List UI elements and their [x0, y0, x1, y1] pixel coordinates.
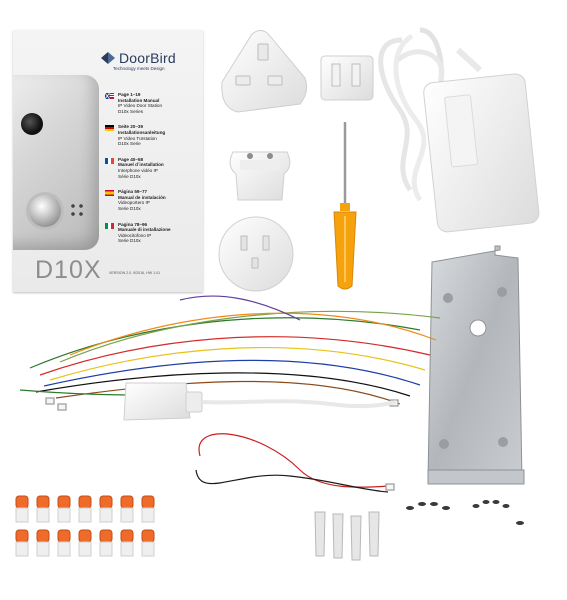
screwdriver — [333, 122, 357, 290]
bell-button — [29, 195, 61, 227]
germany-flag-icon — [105, 125, 114, 132]
version-text: VERSION 2.0, 9/2016, HW 1.01 — [109, 271, 161, 275]
instruction-manual: DoorBird Technology meets Design Page 1–… — [13, 30, 203, 292]
lang-pages: Pagina 78–96 — [118, 221, 148, 227]
france-flag-icon — [105, 157, 114, 164]
lang-title: Installationsanleitung — [118, 129, 166, 135]
lang-title: Installation Manual — [118, 97, 160, 103]
lang-line2: Videoportero IP — [118, 200, 150, 206]
round-plug-adapter — [218, 216, 294, 292]
gel-connectors — [15, 495, 155, 557]
lang-line2: Videocitofono IP — [118, 232, 152, 238]
spain-flag-icon — [105, 190, 114, 197]
language-entry-fr: Page 40–58 Manuel d´installation Interph… — [105, 157, 203, 179]
door-station-photo — [13, 75, 99, 250]
model-name: D10X — [35, 256, 102, 284]
lang-title: Manuel d´installation — [118, 162, 164, 168]
brand-tagline: Technology meets Design — [113, 66, 165, 71]
lang-line3: D10x Series — [118, 108, 144, 114]
speaker-holes — [69, 202, 85, 218]
lang-pages: Página 59–77 — [118, 189, 148, 195]
lang-pages: Page 1–19 — [118, 92, 141, 97]
lang-line3: Serie D10x — [118, 238, 141, 244]
us-uk-flag-icon — [105, 93, 114, 99]
lang-title: Manual de instalación — [118, 194, 166, 200]
screws — [406, 500, 524, 552]
eu-plug-adapter — [229, 151, 291, 201]
lang-line3: Série D10x — [118, 173, 141, 179]
language-entry-en: Page 1–19 Installation Manual IP Video D… — [105, 92, 203, 114]
lang-line3: Serie D10x — [118, 205, 141, 211]
wire-harness — [19, 295, 441, 411]
language-entry-es: Página 59–77 Manual de instalación Video… — [105, 189, 203, 211]
lang-line2: IP Video Türstation — [118, 135, 157, 141]
lang-line3: D10x Serie — [118, 141, 141, 147]
italy-flag-icon — [105, 222, 114, 229]
language-entry-de: Seite 20–39 Installationsanleitung IP Vi… — [105, 124, 203, 146]
brand-logo: DoorBird — [101, 50, 176, 66]
language-entry-it: Pagina 78–96 Manuale di installazione Vi… — [105, 222, 203, 244]
lang-line2: IP Video Door Station — [118, 103, 163, 109]
us-plug-adapter — [320, 55, 374, 101]
language-list: Page 1–19 Installation Manual IP Video D… — [105, 92, 203, 254]
power-supply — [378, 27, 540, 233]
uk-plug-adapter — [221, 30, 308, 113]
power-wire-pair — [195, 433, 395, 493]
network-adapter — [123, 382, 397, 421]
brand-name: DoorBird — [119, 50, 176, 66]
lang-pages: Page 40–58 — [118, 156, 144, 162]
wall-anchors — [314, 511, 380, 561]
lang-line2: Interphone vidéo IP — [118, 167, 158, 173]
lang-pages: Seite 20–39 — [118, 124, 144, 130]
doorbird-logo-icon — [101, 52, 115, 64]
lang-title: Manuale di installazione — [118, 227, 171, 233]
mounting-plate — [427, 245, 525, 485]
camera-lens — [21, 113, 43, 135]
